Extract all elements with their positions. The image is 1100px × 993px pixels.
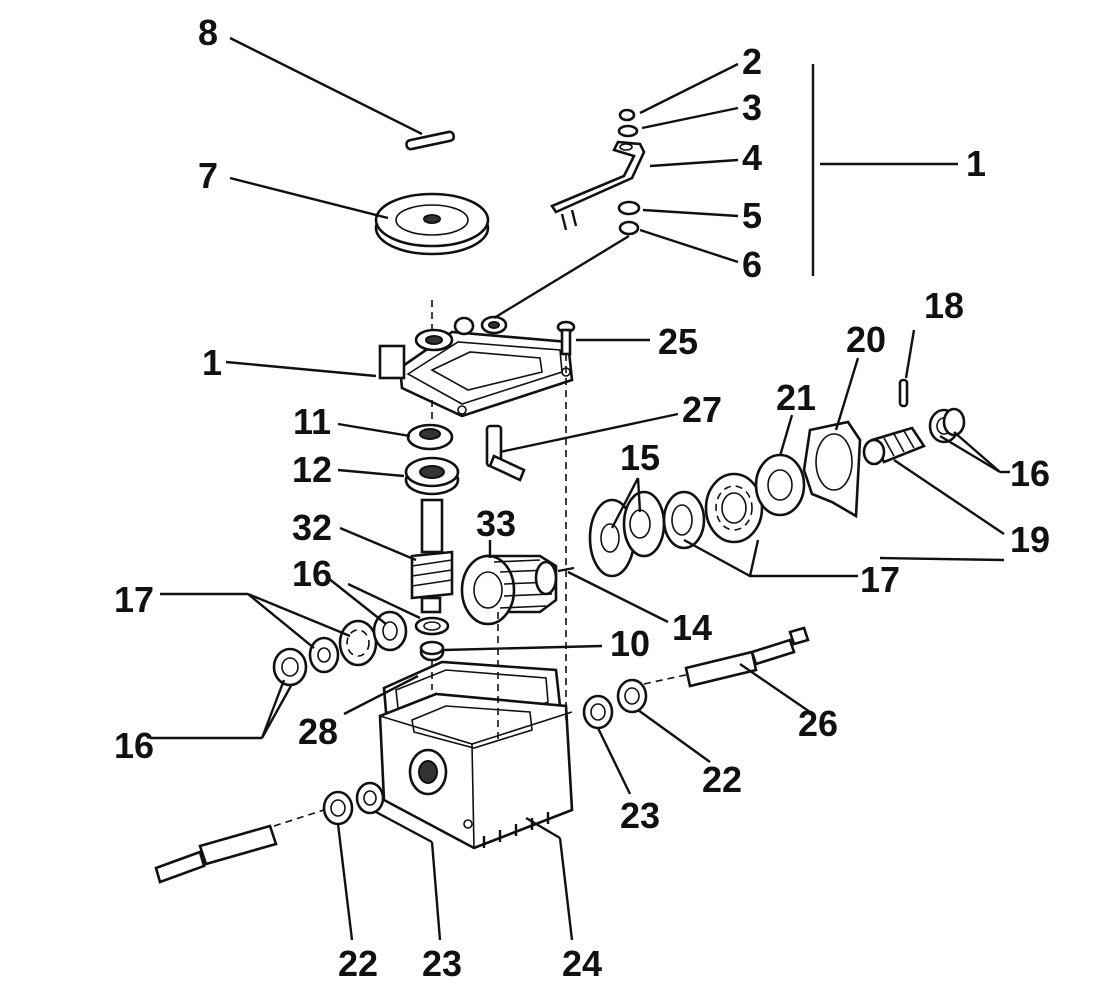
- callout-16-left-top: 16: [292, 553, 332, 594]
- callout-4: 4: [742, 137, 762, 178]
- callout-10: 10: [610, 623, 650, 664]
- part-bushing-10: [419, 640, 445, 662]
- callout-19: 19: [1010, 519, 1050, 560]
- part-fork-27: [485, 424, 526, 482]
- part-pin-18: [898, 378, 909, 408]
- part-gasket-20: [802, 420, 862, 519]
- part-washer-21: [754, 453, 806, 517]
- part-seal-16-right: [928, 407, 966, 444]
- part-seal-23-left: [355, 781, 385, 815]
- callout-33: 33: [476, 503, 516, 544]
- part-washers-2-3-5-6: [617, 108, 641, 236]
- callout-25: 25: [658, 321, 698, 362]
- part-plates-15: [588, 490, 666, 578]
- part-housing-24: [378, 692, 574, 850]
- callout-28: 28: [298, 711, 338, 752]
- part-washer-16-center: [414, 616, 450, 636]
- callout-11: 11: [293, 401, 331, 442]
- callout-14: 14: [672, 607, 712, 648]
- part-cover-1: [378, 315, 574, 418]
- callout-23-left: 23: [422, 943, 462, 984]
- part-bearing-17-right: [662, 472, 764, 550]
- part-pin-14: [557, 566, 575, 573]
- callout-16-left-bottom: 16: [114, 725, 154, 766]
- callout-27: 27: [682, 389, 722, 430]
- part-pulley-7: [374, 192, 490, 256]
- callout-1-assembly: 1: [966, 143, 986, 184]
- callout-32: 32: [292, 507, 332, 548]
- callout-21: 21: [776, 377, 816, 418]
- part-bearing-22-left: [322, 790, 354, 826]
- part-shaft-26: [684, 626, 810, 688]
- callout-17-right: 17: [860, 559, 900, 600]
- part-gear-33: [460, 554, 558, 626]
- callout-6: 6: [742, 244, 762, 285]
- callout-1-cover: 1: [202, 342, 222, 383]
- callout-24: 24: [562, 943, 602, 984]
- callout-20: 20: [846, 319, 886, 360]
- part-pin-8: [405, 130, 456, 151]
- callout-12: 12: [292, 449, 332, 490]
- part-seal-23-right: [582, 694, 614, 730]
- part-shaft-left: [154, 824, 278, 884]
- callout-22-left: 22: [338, 943, 378, 984]
- callout-26: 26: [798, 703, 838, 744]
- part-lever-4: [550, 140, 646, 231]
- callout-22-right: 22: [702, 759, 742, 800]
- callout-23-right: 23: [620, 795, 660, 836]
- callout-labels: 8 7 2 3 4 5 6 1 1 25 18 20 21 27 11 12 1…: [114, 12, 1050, 984]
- leader-lines: [150, 36, 1010, 941]
- part-bearing-11: [406, 423, 454, 451]
- part-coupler-19: [862, 426, 926, 466]
- callout-15: 15: [620, 437, 660, 478]
- callout-2: 2: [742, 41, 762, 82]
- callout-7: 7: [198, 155, 218, 196]
- callout-18: 18: [924, 285, 964, 326]
- callout-16-right: 16: [1010, 453, 1050, 494]
- callout-17-left: 17: [114, 579, 154, 620]
- assembly-lines: [273, 300, 691, 827]
- part-bearing-22-right: [616, 678, 648, 714]
- part-bolt-25: [556, 320, 576, 356]
- part-bearing-12: [404, 456, 460, 496]
- part-worm-shaft-32: [410, 498, 454, 614]
- callout-8: 8: [198, 12, 218, 53]
- callout-3: 3: [742, 87, 762, 128]
- callout-5: 5: [742, 195, 762, 236]
